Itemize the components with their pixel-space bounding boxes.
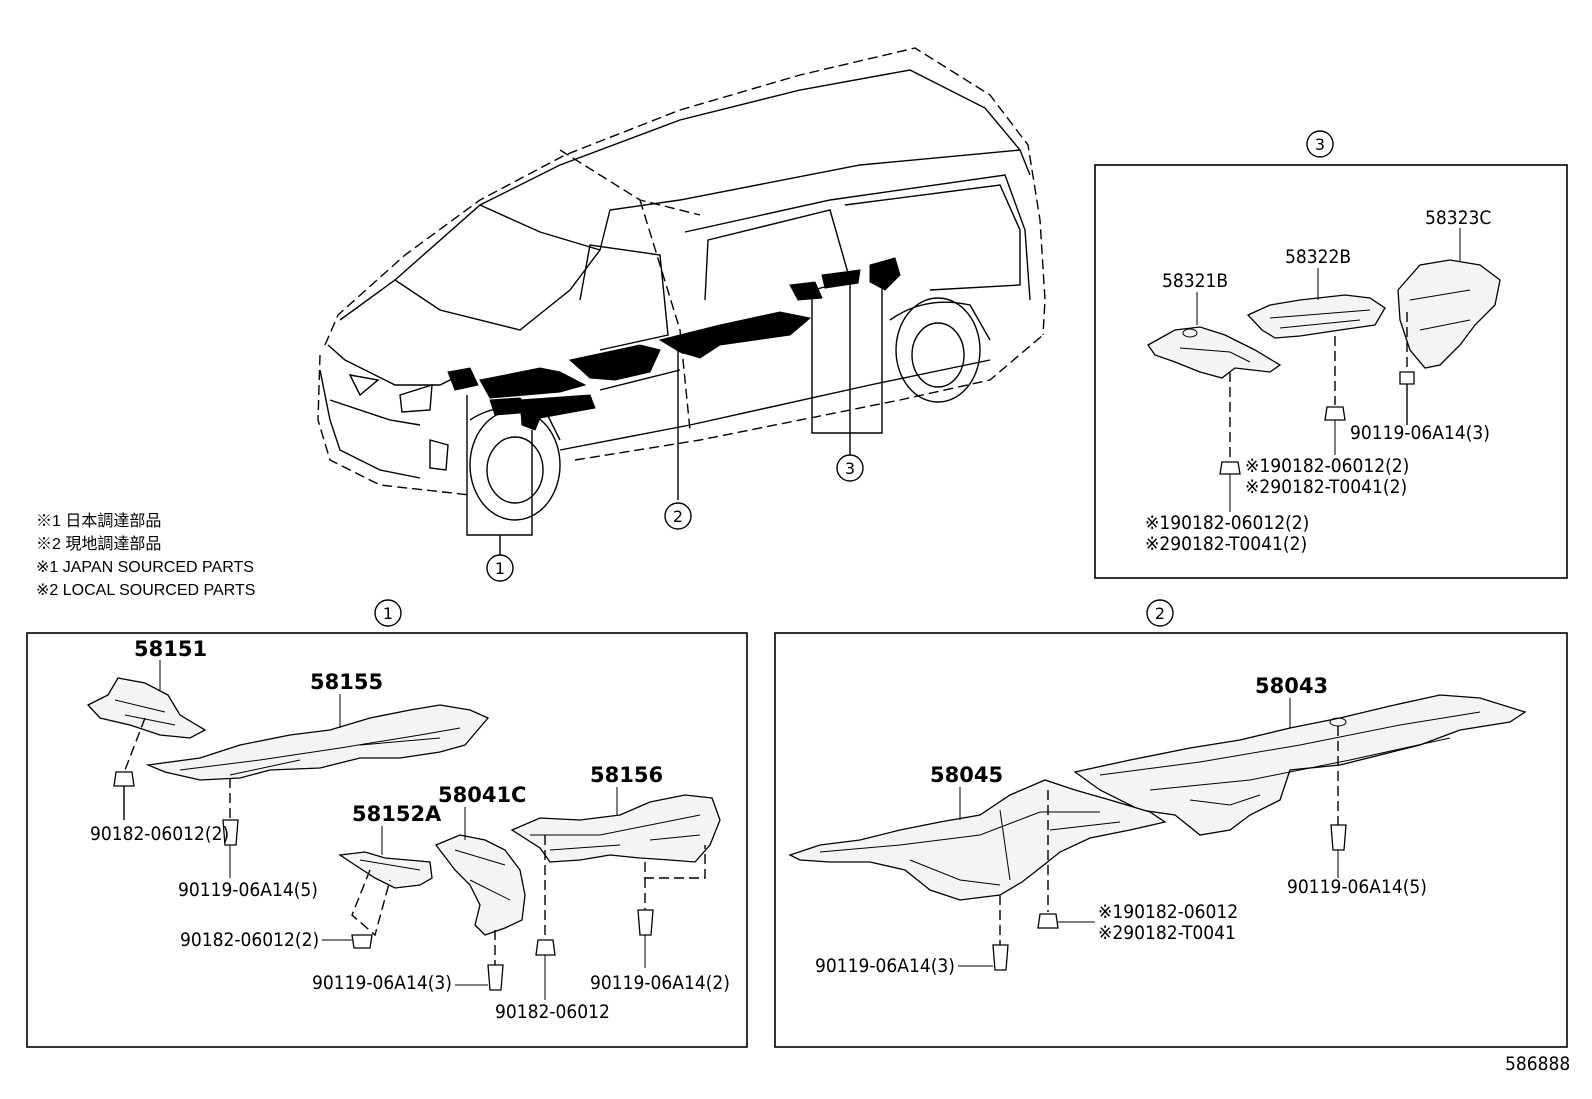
part-58045-label: 58045 [930,763,1003,787]
group-1-callout: 1 [383,604,393,623]
group-3-fastener-2: ※190182-06012(2) [1245,455,1409,477]
group-1-fastener-1: 90182-06012(2) [90,823,229,845]
group-1-fastener-2: 90119-06A14(5) [178,879,318,901]
part-58321b-shape [1147,326,1282,379]
group-2-fastener-2: 90119-06A14(3) [815,955,955,977]
legend-notes: ※1 日本調達部品 ※2 現地調達部品 ※1 JAPAN SOURCED PAR… [36,512,255,599]
note-2-jp: ※2 現地調達部品 [36,535,161,553]
part-58321b-label: 58321B [1162,270,1228,292]
group-3-panel: 3 58321B 58322B 58323C 90119-06A14(3) ※1… [1094,130,1568,579]
group-2-panel: 2 58043 90119-06A14(5) 58045 ※190182-060… [774,599,1568,1048]
group-1-fastener-4: 90119-06A14(3) [312,972,452,994]
part-58041c-label: 58041C [438,783,526,807]
group-1-frame [26,632,748,1048]
group-2-fastener-3: ※190182-06012 [1098,901,1238,923]
group-2-fastener-1: 90119-06A14(5) [1287,876,1427,898]
note-2-en: ※2 LOCAL SOURCED PARTS [36,582,255,599]
diagram-id: 586888 [1505,1053,1570,1075]
part-58043-label: 58043 [1255,674,1328,698]
group-3-fastener-4: ※190182-06012(2) [1145,512,1309,534]
callout-1-label: 1 [495,559,505,578]
part-58045-shape [788,779,1167,901]
note-1-jp: ※1 日本調達部品 [36,512,161,530]
part-58151-label: 58151 [134,637,207,661]
group-1-fastener-6: 90119-06A14(2) [590,972,730,994]
group-1-fastener-5: 90182-06012 [495,1001,610,1023]
part-58152a-label: 58152A [352,802,442,826]
part-58155-shape [145,704,490,781]
callout-2-label: 2 [673,507,683,526]
group-3-fastener-1: 90119-06A14(3) [1350,422,1490,444]
callout-3-label: 3 [845,459,855,478]
part-58156-shape [510,794,721,863]
group-3-fastener-5: ※290182-T0041(2) [1145,533,1307,555]
part-58322b-shape [1246,294,1386,339]
part-58043-shape [1073,694,1527,836]
part-58322b-label: 58322B [1285,246,1351,268]
group-2-fastener-4: ※290182-T0041 [1098,922,1236,944]
part-58323c-label: 58323C [1425,207,1491,229]
group-3-callout: 3 [1315,135,1325,154]
group-3-frame [1094,164,1568,579]
group-1-fastener-3: 90182-06012(2) [180,929,319,951]
part-58155-label: 58155 [310,670,383,694]
group-1-panel: 1 58151 58155 90182-06012(2) 90119-06A14… [26,599,748,1048]
group-2-callout: 2 [1155,604,1165,623]
callout-2-circle [664,502,692,530]
group-3-fastener-3: ※290182-T0041(2) [1245,476,1407,498]
group-2-frame [774,632,1568,1048]
callout-3-circle [836,454,864,482]
note-1-en: ※1 JAPAN SOURCED PARTS [36,559,254,576]
part-58156-label: 58156 [590,763,663,787]
van-illustration: 1 2 3 [317,47,1046,582]
callout-1-circle [486,554,514,582]
part-58323c-shape [1397,259,1501,369]
